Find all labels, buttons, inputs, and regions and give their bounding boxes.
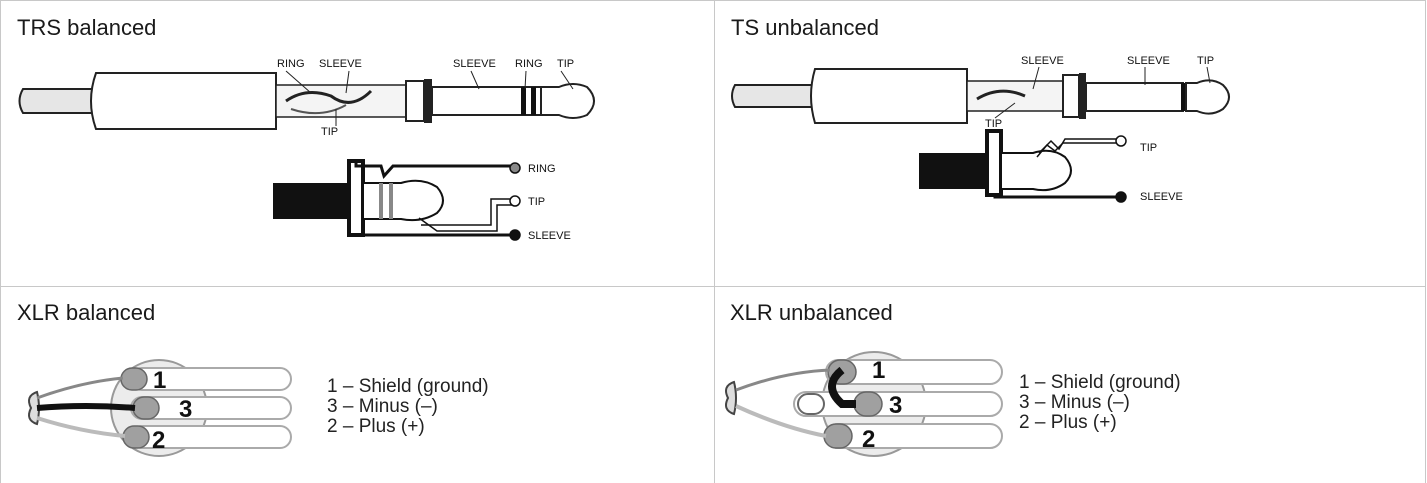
pin-legend-2: 2 – Plus (+) [1019, 412, 1117, 433]
pin-1 [120, 367, 148, 391]
panel-trs-balanced: TRS balanced RING SLEE [0, 0, 715, 287]
pin-number: 2 [152, 427, 165, 454]
jack-frame [347, 159, 365, 237]
plug-collar [1062, 74, 1080, 118]
plug-handle [90, 72, 277, 130]
jack-frame [985, 129, 1003, 197]
pin-2 [823, 423, 853, 449]
pin-number: 1 [872, 357, 885, 384]
panel-title: XLR unbalanced [730, 300, 893, 325]
label-ring: RING [515, 58, 543, 70]
tip-terminal [1115, 135, 1127, 147]
plug-collar [405, 80, 425, 122]
trs-diagram: RING SLEEVE SLEEVE RING TIP TIP RING TIP… [18, 58, 595, 242]
plug-sleeve [1085, 82, 1184, 112]
panel-xlr-balanced: XLR balanced 1 3 2 1 – Shield (ground) 3… [0, 286, 715, 483]
pin-number: 3 [179, 396, 192, 423]
ring-terminal [509, 162, 521, 174]
pin-number: 2 [862, 426, 875, 453]
cable-icon [18, 88, 97, 114]
pin-number: 1 [153, 367, 166, 394]
ts-diagram: SLEEVE SLEEVE TIP TIP TIP SLEEVE [731, 55, 1230, 203]
panel-ts-unbalanced: TS unbalanced SLEEVE SLEEVE TIP TIP [714, 0, 1426, 287]
panel-title: XLR balanced [17, 300, 156, 325]
sleeve-terminal [509, 229, 521, 241]
pin-2 [122, 425, 150, 449]
pin-legend-3: 3 – Minus (–) [1019, 392, 1130, 413]
panel-title: TRS balanced [17, 15, 157, 40]
jack-label-tip: TIP [1140, 142, 1157, 154]
pin-legend-3: 3 – Minus (–) [327, 396, 438, 417]
label-ring: RING [277, 58, 305, 70]
label-sleeve: SLEEVE [1127, 55, 1170, 67]
label-sleeve: SLEEVE [319, 58, 362, 70]
pin-3 [853, 391, 883, 417]
label-tip: TIP [985, 118, 1002, 130]
panel-title: TS unbalanced [731, 15, 879, 40]
cable-icon [731, 84, 816, 108]
pin-3 [132, 396, 160, 420]
label-sleeve: SLEEVE [453, 58, 496, 70]
plug-handle [810, 68, 968, 124]
panel-xlr-unbalanced: XLR unbalanced 1 3 2 1 – Shield (ground)… [714, 286, 1426, 483]
label-tip: TIP [321, 126, 338, 138]
jack-label-sleeve: SLEEVE [528, 230, 571, 242]
plug-tip [1185, 79, 1230, 115]
plug-tip [540, 83, 595, 119]
pin-number: 3 [889, 392, 902, 419]
jack-label-sleeve: SLEEVE [1140, 191, 1183, 203]
jack-body [919, 153, 989, 189]
sleeve-terminal [1115, 191, 1127, 203]
jack-label-tip: TIP [528, 196, 545, 208]
pin-legend-2: 2 – Plus (+) [327, 416, 425, 437]
pin-legend-1: 1 – Shield (ground) [327, 376, 489, 397]
label-tip: TIP [557, 58, 574, 70]
tip-terminal [509, 195, 521, 207]
jack-label-ring: RING [528, 163, 556, 175]
xlr-balanced-diagram: 1 3 2 1 – Shield (ground) 3 – Minus (–) … [28, 359, 489, 457]
xlr-unbalanced-diagram: 1 3 2 1 – Shield (ground) 3 – Minus (–) … [725, 351, 1181, 457]
label-sleeve: SLEEVE [1021, 55, 1064, 67]
jumper-wire [828, 366, 856, 408]
label-tip: TIP [1197, 55, 1214, 67]
pin-legend-1: 1 – Shield (ground) [1019, 372, 1181, 393]
jack-body [273, 183, 351, 219]
cable-icon [725, 380, 737, 416]
